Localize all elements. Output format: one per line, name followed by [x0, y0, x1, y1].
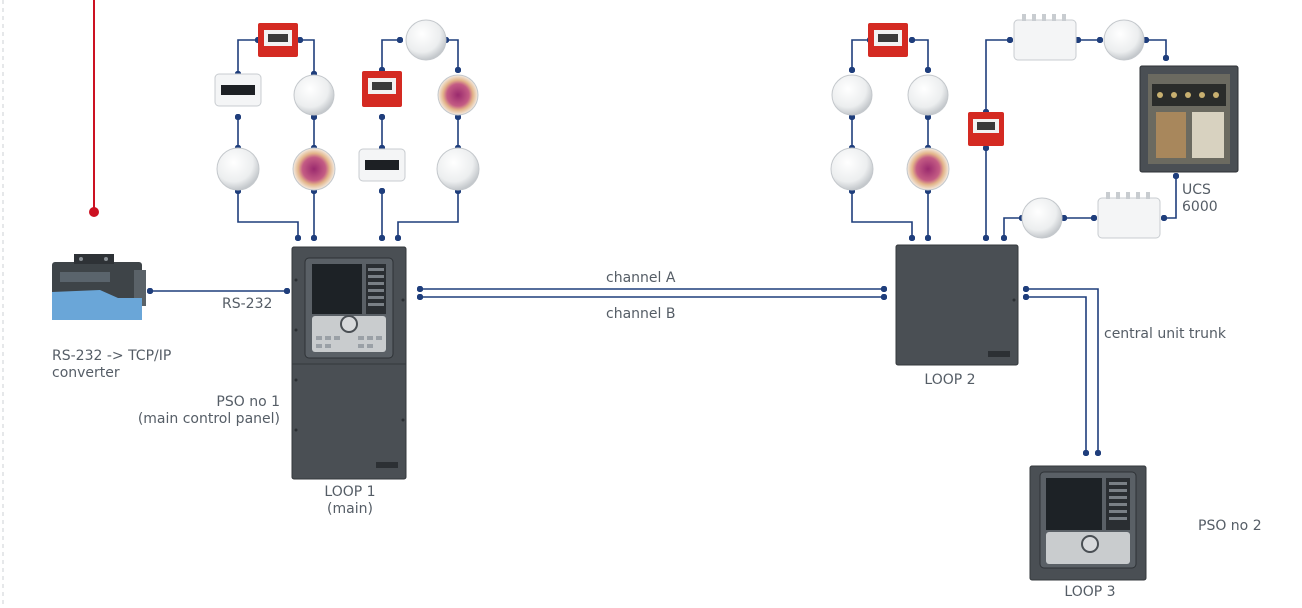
call-point-icon: [362, 71, 402, 107]
pso2-label: PSO no 2: [1198, 518, 1262, 534]
wiring: [146, 36, 1180, 457]
loop1-label-line2: (main): [327, 501, 373, 517]
loop3-label: LOOP 3: [1064, 584, 1116, 600]
converter-label: RS-232 -> TCP/IP converter: [52, 348, 192, 382]
signal-line: [89, 0, 99, 217]
ucs-label-line2: 6000: [1182, 199, 1218, 215]
rs232-tcpip-converter: [52, 254, 146, 320]
converter-label-line1: RS-232 -> TCP/IP: [52, 348, 172, 364]
rs232-label: RS-232: [222, 296, 273, 312]
pso1-label-line1: PSO no 1: [216, 394, 280, 410]
sounder-icon: [358, 148, 406, 182]
pso1-label: PSO no 1 (main control panel): [100, 394, 280, 428]
smoke-detector-icon: [216, 147, 260, 191]
pso1-label-line2: (main control panel): [137, 411, 280, 427]
ucs-label: UCS 6000: [1182, 182, 1218, 216]
loop1-label-line1: LOOP 1: [324, 484, 376, 500]
smoke-detector-icon: [907, 74, 949, 116]
smoke-detector-icon: [436, 147, 480, 191]
ucs-6000-unit: [1139, 65, 1239, 173]
beacon-detector-icon: [292, 147, 336, 191]
smoke-detector-icon: [405, 19, 447, 61]
trunk-label: central unit trunk: [1104, 326, 1227, 342]
loop2-control-panel: [895, 244, 1019, 366]
channel-b-label: channel B: [606, 306, 676, 322]
channel-a-label: channel A: [606, 270, 676, 286]
smoke-detector-icon: [1103, 19, 1145, 61]
smoke-detector-icon: [1021, 197, 1063, 239]
ucs-label-line1: UCS: [1182, 182, 1211, 198]
call-point-icon: [258, 23, 298, 57]
call-point-icon: [968, 112, 1004, 146]
beacon-detector-icon: [437, 74, 479, 116]
loop3-control-panel: [1029, 465, 1147, 581]
smoke-detector-icon: [293, 74, 335, 116]
sounder-icon: [214, 73, 262, 107]
smoke-detector-icon: [831, 74, 873, 116]
call-point-icon: [868, 23, 908, 57]
beacon-detector-icon: [906, 147, 950, 191]
module-icon: [1097, 192, 1161, 239]
module-icon: [1013, 14, 1077, 61]
smoke-detector-icon: [830, 147, 874, 191]
converter-label-line2: converter: [52, 365, 120, 381]
loop1-label: LOOP 1 (main): [300, 484, 400, 518]
loop2-label: LOOP 2: [924, 372, 976, 388]
loop1-control-panel: [291, 246, 407, 480]
